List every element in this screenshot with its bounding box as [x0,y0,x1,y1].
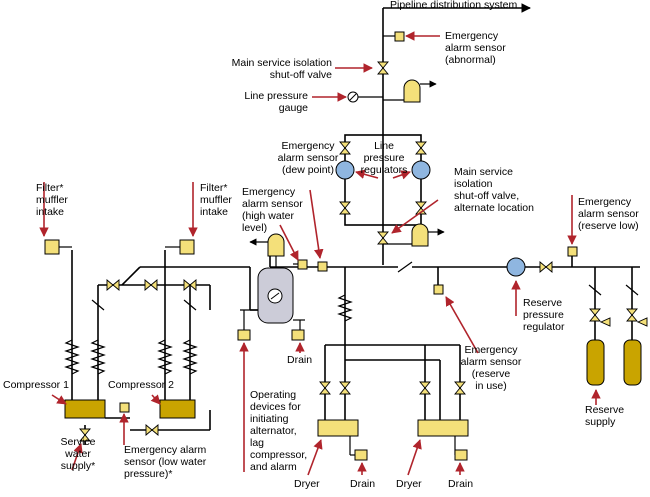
sensor-dew-label: Emergency alarm sensor (dew point) [277,140,339,176]
main-valve-label: Main service isolation shut-off valve [231,57,332,81]
compressor-2-icon [159,399,196,419]
drain-1-label: Drain [350,478,376,490]
check-valve-icon [397,261,413,273]
line-regulators-label: Line pressure regulators [360,140,408,176]
dryer-1-label: Dryer [294,478,320,490]
dryer-2-label: Dryer [396,478,422,490]
filter-2-icon [179,239,195,255]
line-regulator-1-icon [335,160,355,180]
reserve-supply-label: Reserve supply [585,404,625,428]
sensor-abnormal-label: Emergency alarm sensor (abnormal) [445,30,506,66]
alternate-isolation-valve-icon [377,231,389,245]
dryer-2-icon [417,419,469,437]
leader-arrows [39,31,601,476]
sensor-low-water-label: Emergency alarm sensor (low water pressu… [124,444,207,480]
pipeline-label: Pipeline distribution system [390,0,518,11]
high-water-sensor-icon [297,259,308,270]
service-water-label: Service water supply* [60,436,96,472]
reserve-low-sensor-icon [567,246,578,257]
line-pressure-gauge-icon [347,91,383,103]
main-pipes [71,3,640,445]
reserve-regulator-icon [506,257,526,277]
operating-devices-label: Operating devices for initiating alterna… [250,389,308,473]
low-water-sensor-icon [119,402,130,413]
reserve-cylinders [586,284,648,386]
compressor-1-icon [64,399,106,419]
compressor-2-label: Compressor 2 [108,379,174,391]
sensor-reserve-use-label: Emergency alarm sensor (reserve in use) [460,344,522,392]
header-relief-valve-icon [383,223,445,247]
compressor-1-label: Compressor 1 [3,379,69,391]
receiver-tank-icon [237,267,305,341]
sensor-reserve-low-label: Emergency alarm sensor (reserve low) [578,196,639,232]
coil-icon [64,294,353,375]
line-gauge-label: Line pressure gauge [244,90,308,114]
drain-2-icon [454,449,468,461]
filter-1-icon [44,239,60,255]
drain-2-label: Drain [448,478,474,490]
reserve-in-use-sensor-icon [433,284,444,295]
line-regulator-2-icon [411,160,431,180]
filter-1-label: Filter* muffler intake [36,182,68,218]
alt-valve-label: Main service isolation shut-off valve, a… [454,166,534,214]
tank-relief-valve-icon [249,233,285,268]
dew-point-sensor-icon [317,261,328,272]
dryer-1-icon [317,419,359,437]
cylinder-icon [623,339,642,386]
filter-2-label: Filter* muffler intake [200,182,232,218]
reserve-regulator-label: Reserve pressure regulator [523,297,565,333]
sensor-icon [394,31,405,42]
sensor-high-water-label: Emergency alarm sensor (high water level… [242,186,303,234]
main-isolation-valve-icon [377,61,389,75]
drain-1-icon [354,449,368,461]
relief-valve-icon [383,79,437,103]
drain-tank-label: Drain [287,354,313,366]
cylinder-icon [586,339,605,386]
